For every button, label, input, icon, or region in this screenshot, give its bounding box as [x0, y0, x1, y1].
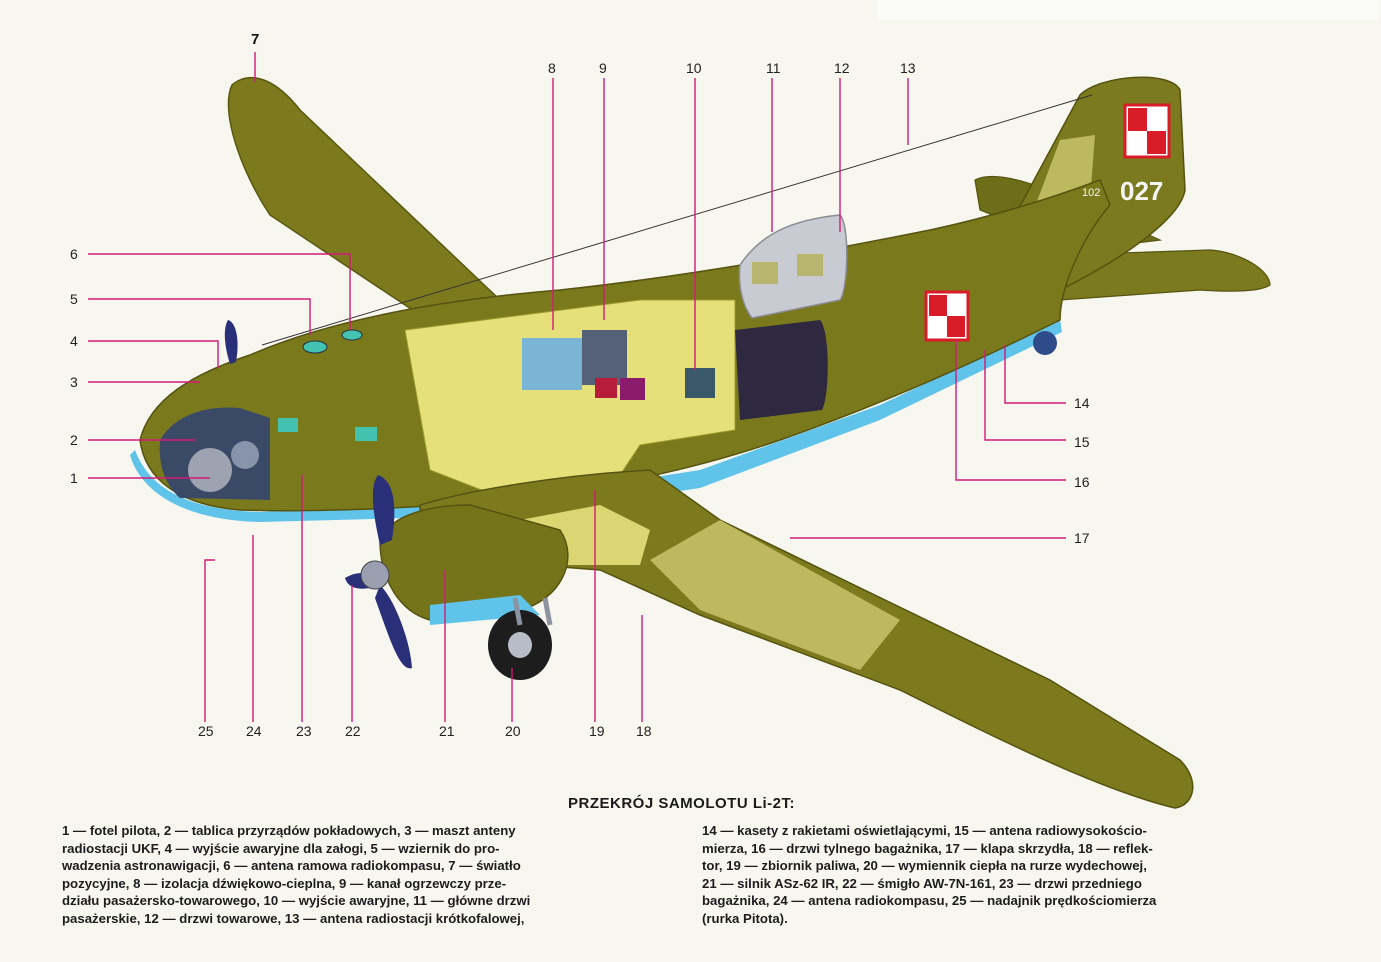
callout-21: 21 [439, 723, 455, 739]
cabin-dark-panel [582, 330, 627, 385]
callout-13: 13 [900, 60, 916, 76]
cargo-door-window-left [752, 262, 778, 284]
legend-line: 1 — fotel pilota, 2 — tablica przyrządów… [62, 823, 516, 838]
window-2 [355, 427, 377, 441]
cargo-door-window-right [797, 254, 823, 276]
tail-number: 027 [1120, 176, 1163, 206]
legend-line: pozycyjne, 8 — izolacja dźwiękowo-ciepln… [62, 875, 507, 891]
top-right-paper-patch [878, 0, 1378, 20]
callout-25: 25 [198, 723, 214, 739]
callout-1: 1 [70, 470, 78, 486]
callout-4: 4 [70, 333, 78, 349]
legend-left-column: 1 — fotel pilota, 2 — tablica przyrządów… [62, 822, 677, 928]
diagram-title: PRZEKRÓJ SAMOLOTU Li-2T: [568, 795, 796, 812]
callout-23: 23 [296, 723, 312, 739]
cabin-cutaway [404, 299, 736, 506]
near-horizontal-stabilizer [1059, 249, 1271, 301]
legend-right-column: 14 — kasety z rakietami oświetlającymi, … [702, 822, 1314, 928]
callout-17: 17 [1074, 530, 1090, 546]
callout-9: 9 [599, 60, 607, 76]
callout-19: 19 [589, 723, 605, 739]
callout-12: 12 [834, 60, 850, 76]
callout-24: 24 [246, 723, 262, 739]
callout-5: 5 [70, 291, 78, 307]
callout-22: 22 [345, 723, 361, 739]
callout-3: 3 [70, 374, 78, 390]
loop-antenna [341, 329, 363, 341]
cabin-seat-box [685, 368, 715, 398]
astrodome [302, 340, 328, 354]
fuselage-roundel [924, 290, 970, 342]
legend-line: 21 — silnik ASz-62 IR, 22 — śmigło AW-7N… [702, 875, 1142, 891]
legend-line: bagażnika, 24 — antena radiokompasu, 25 … [702, 893, 1157, 909]
cabin-magenta-box [620, 378, 645, 400]
far-wing [227, 76, 502, 316]
far-propeller [224, 320, 238, 364]
tail-small-number: 102 [1082, 187, 1100, 199]
callout-15: 15 [1074, 434, 1090, 450]
legend-line: tor, 19 — zbiornik paliwa, 20 — wymienni… [702, 858, 1147, 874]
legend-line: radiostacji UKF, 4 — wyjście awaryjne dl… [62, 840, 500, 856]
tail-wheel [1033, 331, 1057, 355]
propeller-hub [360, 560, 390, 590]
callout-2: 2 [70, 432, 78, 448]
callout-11: 11 [766, 60, 781, 76]
cabin-red-box [595, 378, 617, 398]
propeller [345, 475, 412, 669]
legend-line: mierza, 16 — drzwi tylnego bagażnika, 17… [702, 840, 1153, 856]
cockpit-instrument-detail [231, 441, 259, 469]
callout-16: 16 [1074, 474, 1090, 490]
legend-line: pasażerskie, 12 — drzwi towarowe, 13 — a… [62, 910, 525, 926]
callout-20: 20 [505, 723, 521, 739]
propeller-blade-top [372, 475, 395, 545]
gear-strut [512, 597, 553, 626]
cargo-door [738, 214, 848, 319]
cabin-blue-panel [522, 338, 582, 390]
leader-lines [88, 52, 1066, 722]
hf-antenna-wire [261, 94, 1093, 346]
legend-line: (rurka Pitota). [702, 910, 788, 926]
callout-8: 8 [548, 60, 556, 76]
engine-nacelle [379, 504, 569, 621]
callout-7: 7 [251, 31, 259, 48]
propeller-blade-bottom [375, 585, 412, 669]
cargo-door-opening [735, 320, 828, 420]
legend-line: 14 — kasety z rakietami oświetlającymi, … [702, 823, 1147, 838]
tail-roundel [1123, 103, 1171, 159]
wing-cutaway-outer [650, 520, 900, 670]
main-wheel-hub [508, 632, 532, 658]
cockpit-seat-detail [188, 448, 232, 492]
legend-line: działu pasażersko-towarowego, 10 — wyjśc… [62, 893, 531, 909]
callout-labels: 1 2 3 4 5 6 7 8 9 10 11 12 13 14 15 16 1… [70, 31, 1090, 739]
callout-6: 6 [70, 246, 78, 262]
window-1 [278, 418, 298, 432]
legend-line: wadzenia astronawigacji, 6 — antena ramo… [62, 858, 521, 874]
callout-14: 14 [1074, 395, 1090, 411]
fuselage-belly [130, 320, 1062, 522]
callout-18: 18 [636, 723, 652, 739]
callout-10: 10 [686, 60, 702, 76]
